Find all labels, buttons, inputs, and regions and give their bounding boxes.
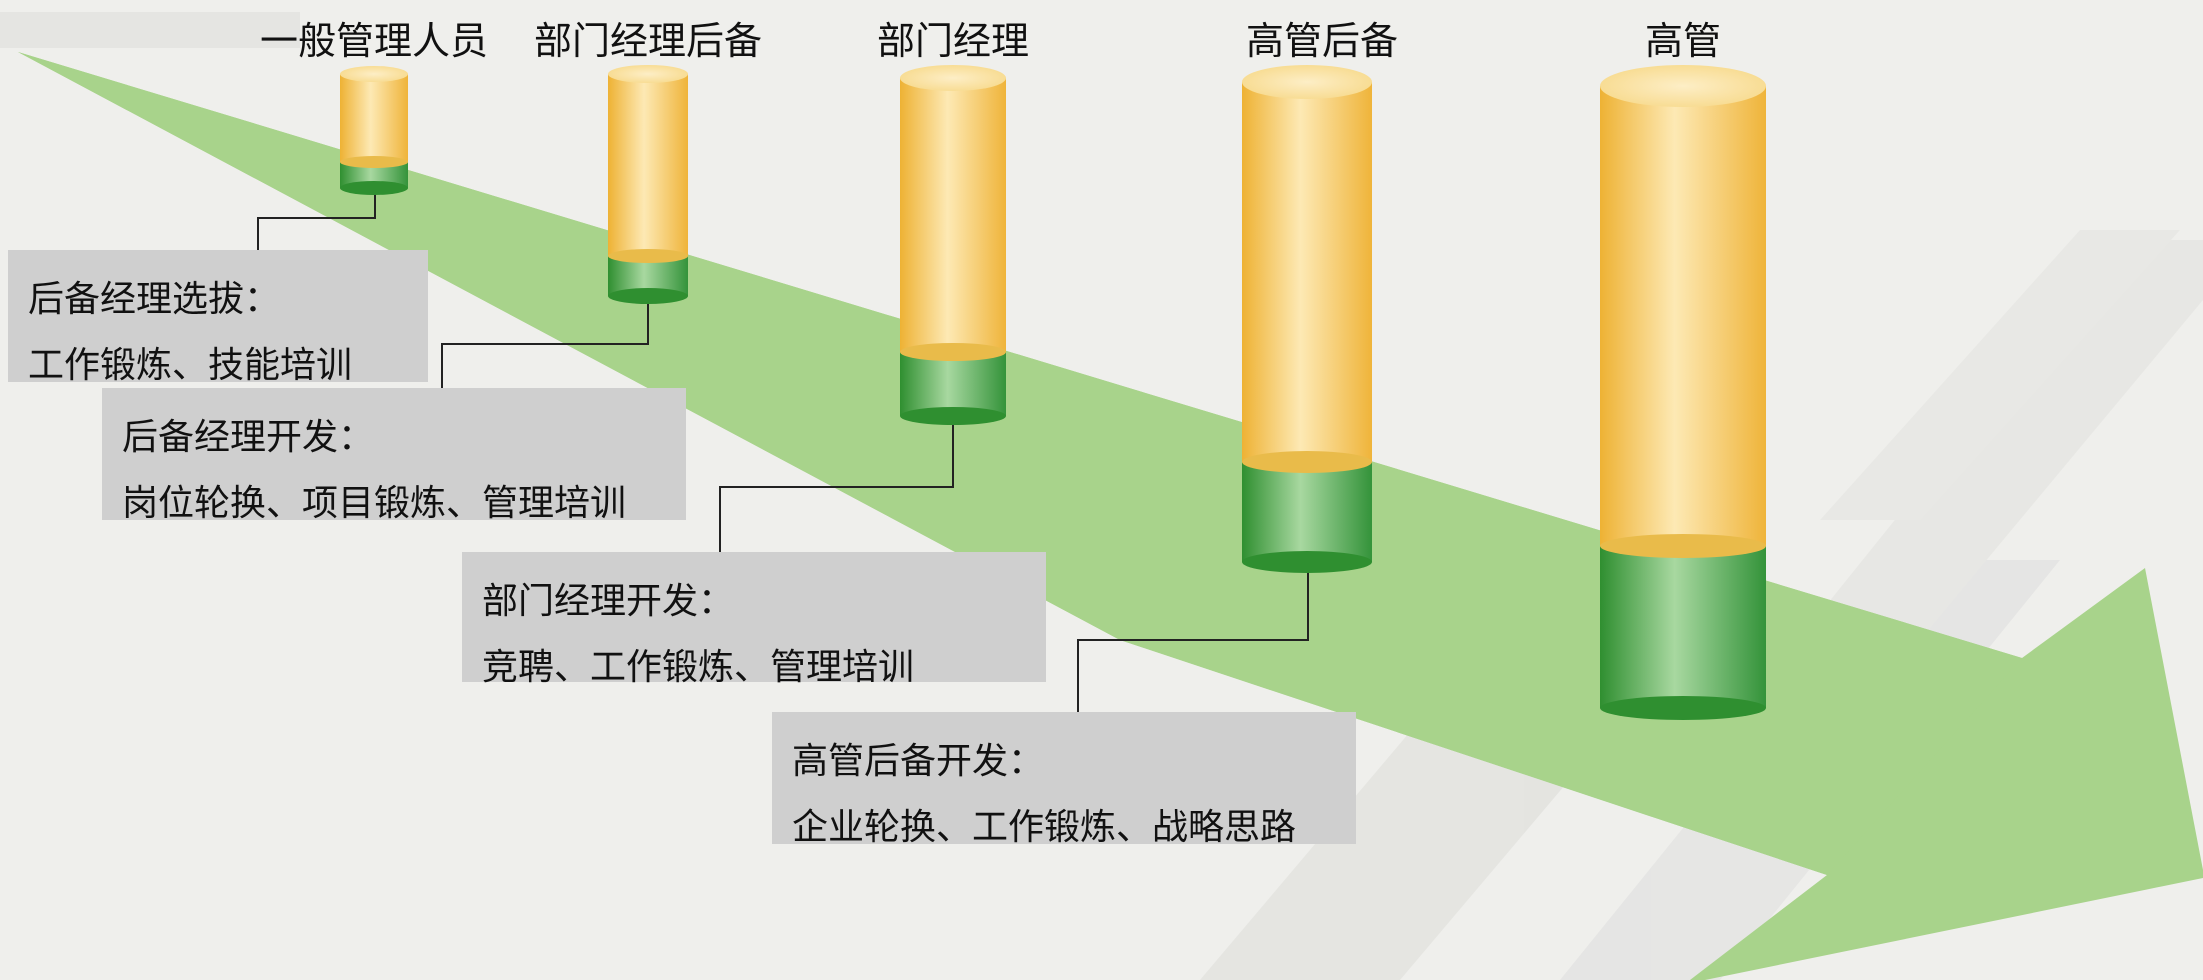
stage-box-1: 后备经理选拔： 工作锻炼、技能培训 [8, 250, 428, 386]
stage-box-4: 高管后备开发： 企业轮换、工作锻炼、战略思路 [772, 712, 1356, 848]
stage-box-1-heading: 后备经理选拔： [28, 279, 281, 320]
stage-box-3-content: 竞聘、工作锻炼、管理培训 [482, 647, 915, 688]
stage-box-4-content: 企业轮换、工作锻炼、战略思路 [792, 807, 1297, 848]
stage-box-3-heading: 部门经理开发： [482, 581, 735, 622]
stage-box-1-content: 工作锻炼、技能培训 [28, 345, 353, 386]
cylinder-level-2 [608, 65, 688, 304]
arrow-body [18, 52, 2022, 875]
level-title-5: 高管 [1644, 19, 1722, 63]
stage-box-2-content: 岗位轮换、项目锻炼、管理培训 [122, 483, 627, 524]
stage-box-4-heading: 高管后备开发： [792, 741, 1045, 782]
level-title-2: 部门经理后备 [533, 19, 763, 63]
connector-4 [1077, 566, 1309, 712]
cylinder-level-4 [1242, 65, 1372, 573]
connector-3 [719, 420, 954, 552]
stage-box-2: 后备经理开发： 岗位轮换、项目锻炼、管理培训 [102, 388, 686, 524]
level-title-1: 一般管理人员 [259, 19, 489, 63]
connector-2 [441, 298, 649, 388]
cylinder-level-3 [900, 65, 1006, 425]
cylinder-level-5 [1600, 65, 1766, 720]
level-title-3: 部门经理 [876, 19, 1030, 63]
stage-box-2-heading: 后备经理开发： [122, 417, 375, 458]
stage-box-3: 部门经理开发： 竞聘、工作锻炼、管理培训 [462, 552, 1046, 688]
connector-1 [257, 188, 376, 250]
cylinder-level-1 [340, 66, 408, 195]
top-left-smudge [0, 12, 300, 48]
level-title-4: 高管后备 [1245, 19, 1399, 63]
connectors [257, 188, 1309, 712]
